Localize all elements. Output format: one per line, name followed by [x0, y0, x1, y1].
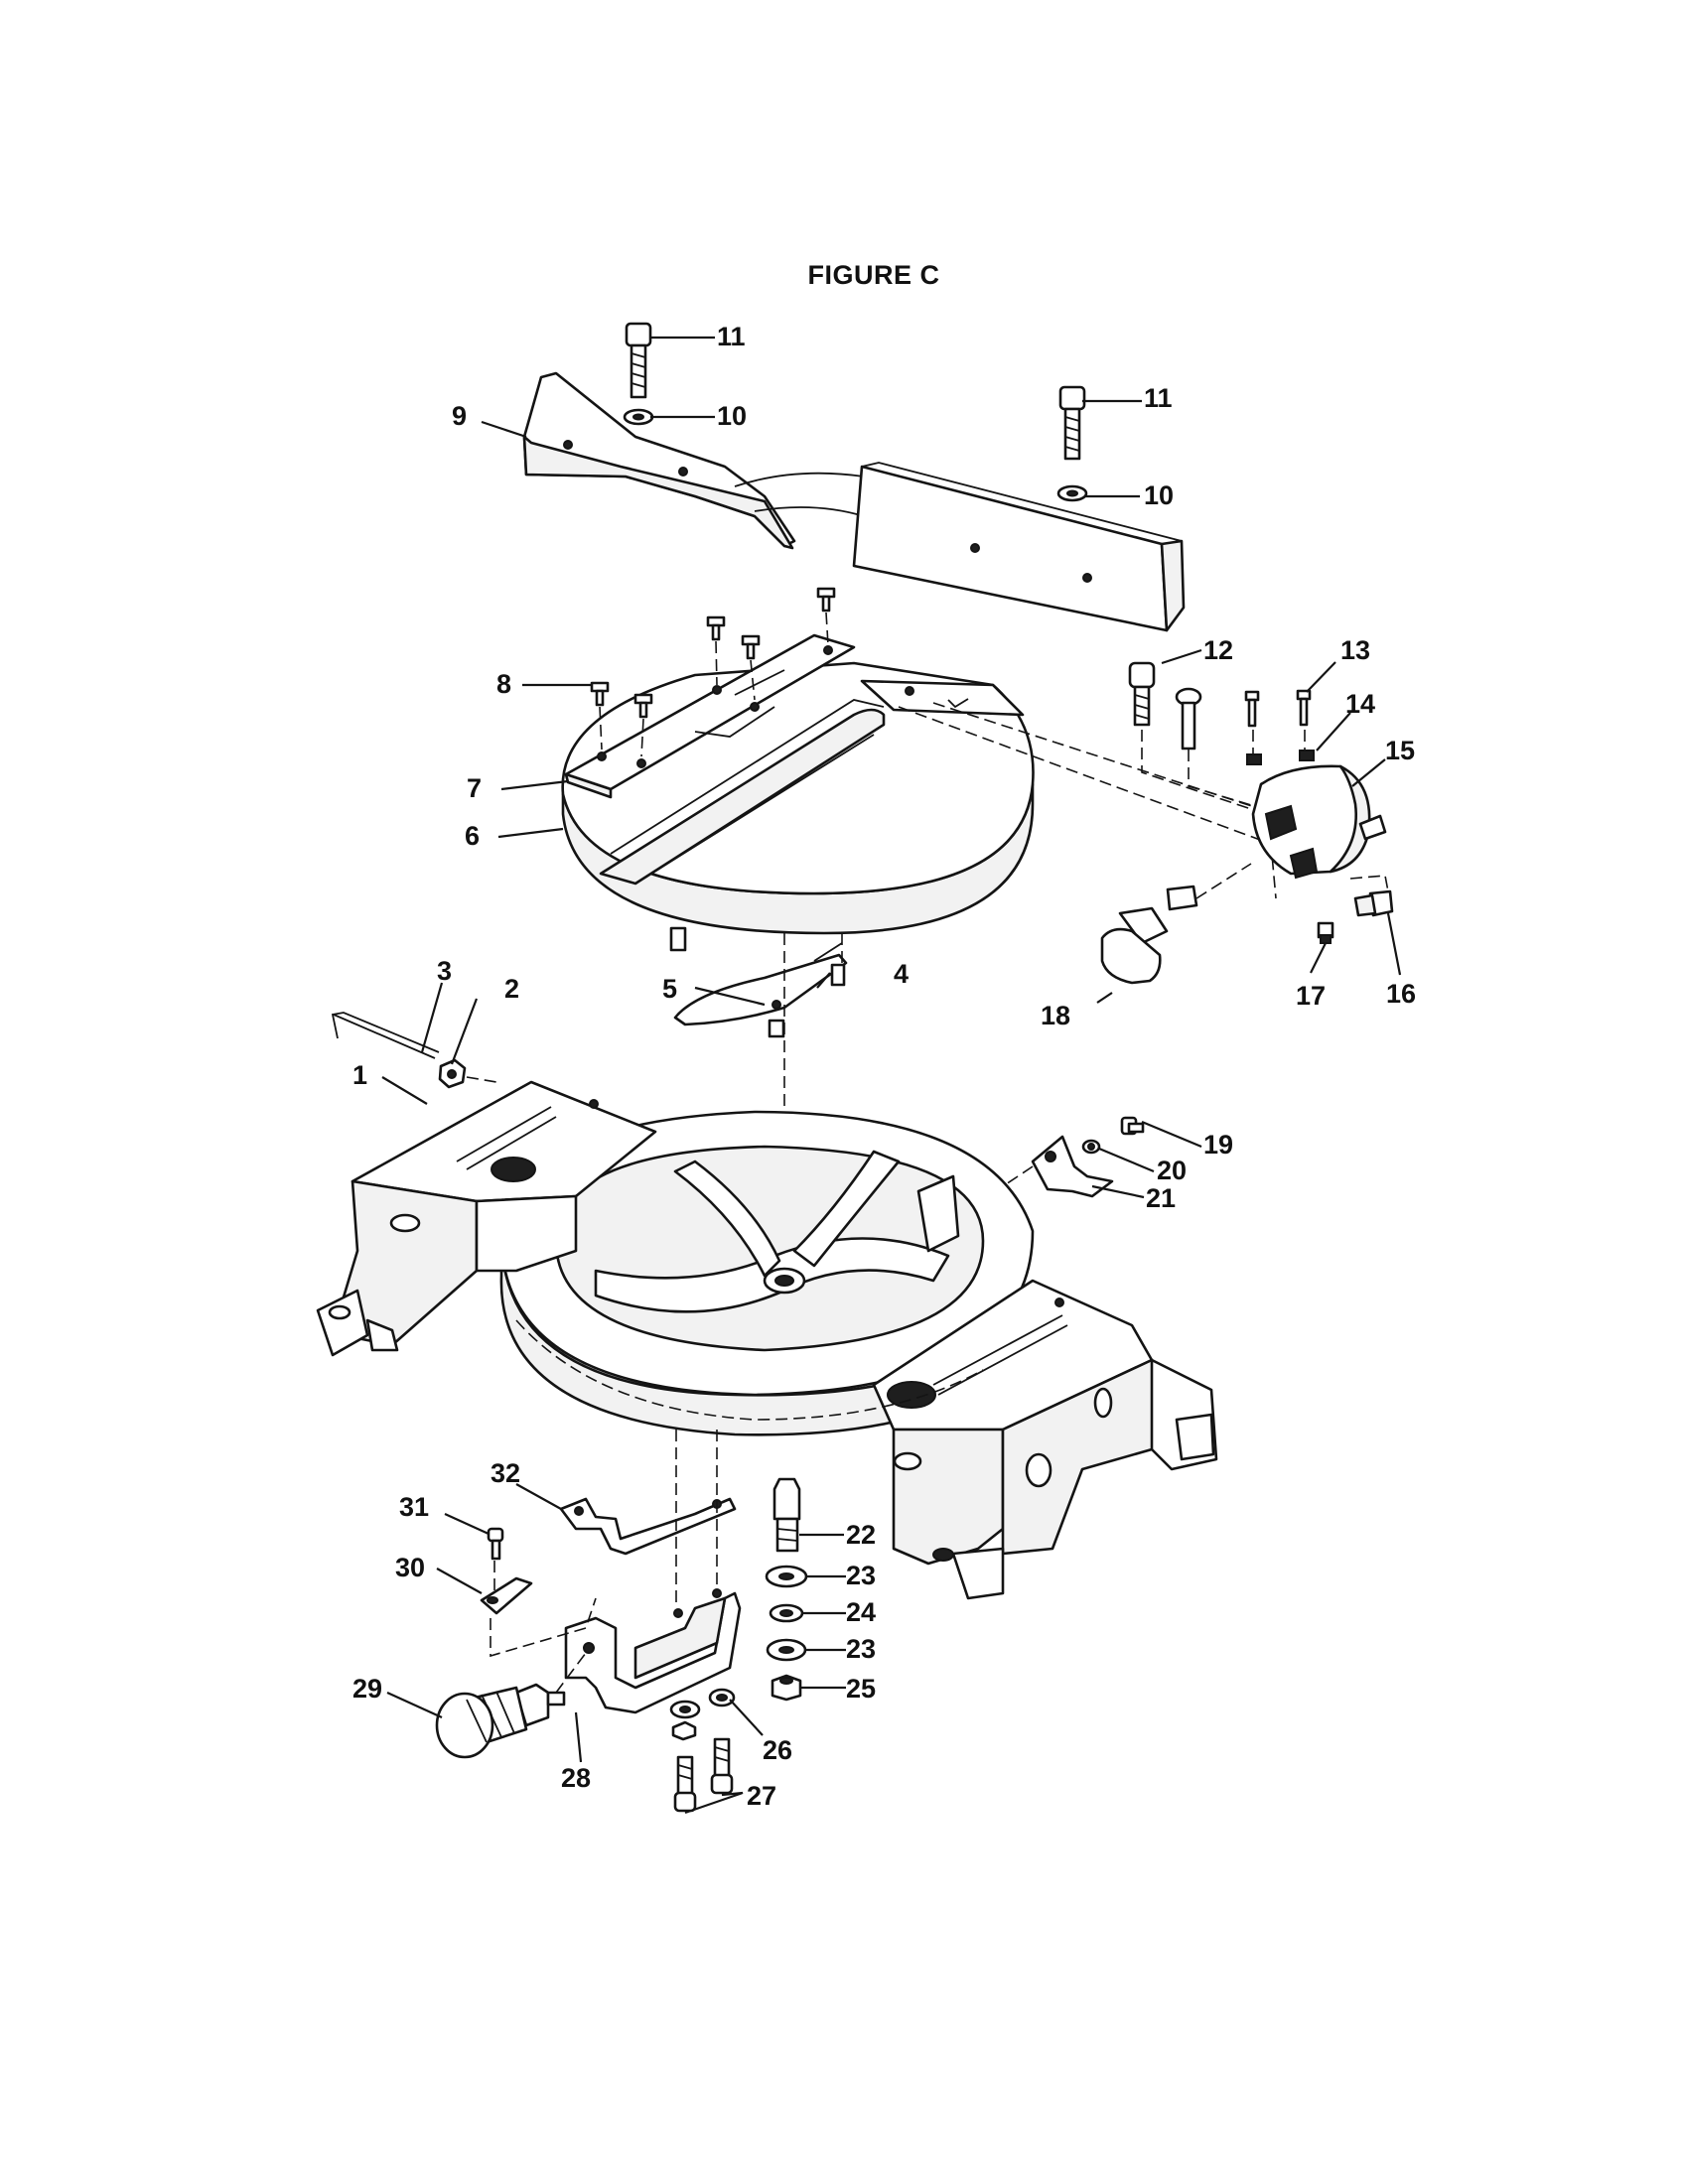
stop-bracket	[1002, 1116, 1145, 1198]
callout-15: 15	[1385, 736, 1415, 765]
callout-23b: 23	[846, 1634, 876, 1664]
bolts-27-washers-26	[669, 1688, 736, 1813]
callout-4: 4	[894, 959, 909, 989]
spring-clip-30	[480, 1527, 597, 1658]
nut-2	[438, 1058, 497, 1089]
callout-23a: 23	[846, 1561, 876, 1590]
throat-plate	[564, 633, 856, 799]
fence-bolt-left	[623, 322, 654, 426]
callout-10b: 10	[1144, 480, 1174, 510]
callout-25: 25	[846, 1674, 876, 1704]
lock-bracket-28	[564, 1588, 742, 1714]
callout-10a: 10	[717, 401, 747, 431]
figure-title: FIGURE C	[807, 260, 940, 290]
callout-26: 26	[763, 1735, 792, 1765]
adjust-stud-stack	[765, 1477, 808, 1702]
lock-knob-29	[435, 1652, 587, 1759]
throat-plate-screws	[590, 587, 836, 757]
callout-32: 32	[491, 1458, 520, 1488]
leader-lines	[381, 336, 1402, 1815]
callout-11a: 11	[717, 322, 746, 351]
callout-18: 18	[1041, 1001, 1070, 1030]
callout-13: 13	[1340, 635, 1370, 665]
callout-14: 14	[1345, 689, 1375, 719]
callout-7: 7	[467, 773, 482, 803]
miter-lock-assembly	[1100, 661, 1394, 985]
callout-5: 5	[662, 974, 677, 1004]
callout-11b: 11	[1144, 383, 1173, 413]
callout-1: 1	[352, 1060, 367, 1090]
callout-29: 29	[352, 1674, 382, 1704]
callout-28: 28	[561, 1763, 591, 1793]
callout-17: 17	[1296, 981, 1326, 1011]
callout-27: 27	[747, 1781, 776, 1811]
callout-21: 21	[1146, 1183, 1176, 1213]
callout-16: 16	[1386, 979, 1416, 1009]
callout-2: 2	[504, 974, 519, 1004]
callout-3: 3	[437, 956, 452, 986]
bracket-32	[559, 1430, 737, 1608]
callout-19: 19	[1203, 1130, 1233, 1160]
callout-22: 22	[846, 1520, 876, 1550]
callout-6: 6	[465, 821, 480, 851]
callout-9: 9	[452, 401, 467, 431]
callout-31: 31	[399, 1492, 429, 1522]
callout-20: 20	[1157, 1156, 1187, 1185]
callout-8: 8	[496, 669, 511, 699]
callout-30: 30	[395, 1553, 425, 1582]
callout-12: 12	[1203, 635, 1233, 665]
base	[316, 1080, 1218, 1600]
hex-wrench	[331, 1012, 440, 1059]
fence-assembly	[522, 371, 1186, 632]
fence-bolt-right	[1056, 385, 1088, 502]
callout-24: 24	[846, 1597, 876, 1627]
